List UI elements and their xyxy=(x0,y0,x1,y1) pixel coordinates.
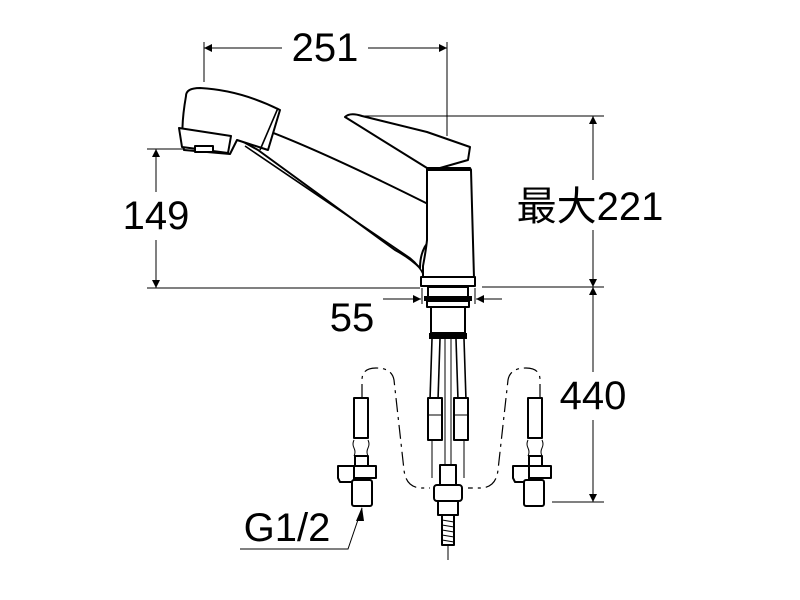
shower-hose xyxy=(433,464,463,560)
lever-handle xyxy=(344,113,471,169)
dimension-hose-length: 440 xyxy=(552,287,627,503)
right-inlet-connector xyxy=(512,397,552,507)
dimension-spout-height: 149 xyxy=(123,148,420,289)
dimension-mount-diameter: 55 xyxy=(330,288,502,340)
right-hose-loop xyxy=(468,367,541,489)
dimension-max-height: 最大221 xyxy=(360,115,664,288)
supply-hoses xyxy=(427,338,469,478)
faucet-body xyxy=(422,169,475,279)
dimension-label-440: 440 xyxy=(560,374,627,418)
dimension-label-max-221: 最大221 xyxy=(517,185,664,229)
dimension-label-251: 251 xyxy=(292,26,359,70)
left-hose-loop xyxy=(361,367,430,489)
mounting-shank xyxy=(424,286,472,339)
dimension-label-g1-2: G1/2 xyxy=(244,506,331,550)
spray-nozzle xyxy=(178,127,232,154)
faucet-illustration xyxy=(178,87,552,560)
dimension-label-149: 149 xyxy=(123,194,190,238)
dimension-label-55: 55 xyxy=(330,296,375,340)
dimension-connection-thread: G1/2 xyxy=(240,506,364,550)
dimension-spout-reach: 251 xyxy=(203,26,448,136)
left-inlet-connector xyxy=(337,397,377,507)
